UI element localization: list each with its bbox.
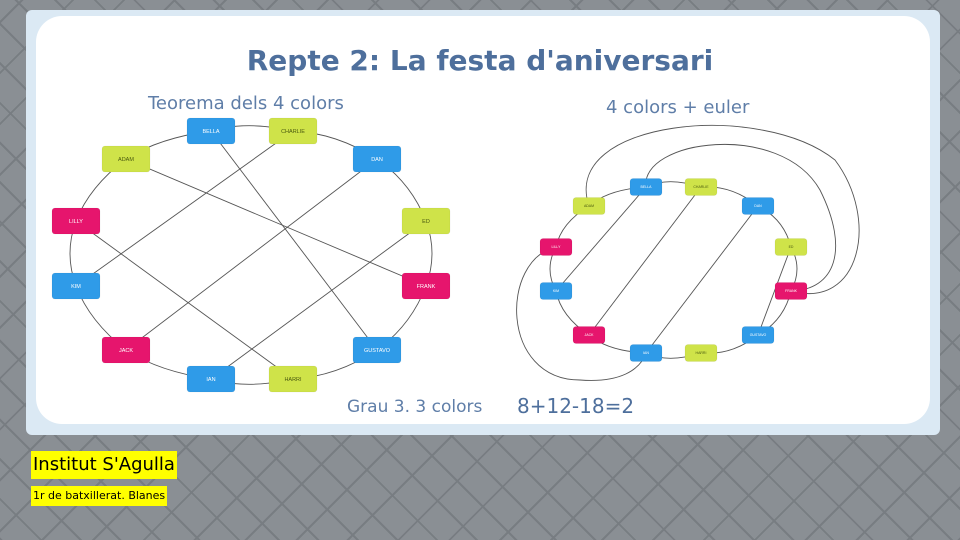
graph-edge	[757, 246, 792, 336]
course-info: 1r de batxillerat. Blanes	[31, 486, 168, 506]
right-graph-node-box	[741, 197, 775, 215]
right-graph-node-jack: JACK	[572, 326, 606, 344]
left-graph-node-box	[352, 145, 402, 173]
left-graph-node-label: BELLA	[202, 129, 219, 135]
right-graph-node-box	[684, 178, 718, 196]
right-graph-node-label: LILLY	[552, 245, 562, 249]
right-graph-node-harri: HARRI	[684, 344, 718, 362]
right-graph-node-box	[774, 282, 808, 300]
right-diagram-label: 4 colors + euler	[606, 97, 750, 118]
left-graph-node-harri: HARRI	[268, 365, 318, 393]
right-graph-node-gustavo: GUSTAVO	[741, 326, 775, 344]
left-graph-node-ian: IAN	[186, 365, 236, 393]
right-graph-node-label: GUSTAVO	[750, 333, 767, 337]
graph-edge	[75, 130, 294, 287]
slide-title: Repte 2: La festa d'aniversari	[246, 44, 714, 77]
right-graph-node-frank: FRANK	[774, 282, 808, 300]
right-graph-node-box	[539, 238, 573, 256]
left-graph-node-charlie: CHARLIE	[268, 117, 318, 145]
right-graph-node-label: BELLA	[641, 185, 653, 189]
right-graph-node-ed: ED	[774, 238, 808, 256]
right-graph-node-label: KIM	[553, 289, 559, 293]
graph-edge	[645, 205, 759, 354]
left-graph-node-box	[101, 145, 151, 173]
right-graph-node-label: CHARLIE	[693, 185, 709, 189]
slide-card	[36, 16, 930, 424]
left-graph-node-jack: JACK	[101, 336, 151, 364]
left-graph-node-label: CHARLIE	[281, 129, 305, 135]
right-graph-node-kim: KIM	[539, 282, 573, 300]
right-graph-node-dan: DAN	[741, 197, 775, 215]
left-graph-node-box	[101, 336, 151, 364]
left-graph-node-box	[268, 365, 318, 393]
left-graph-node-kim: KIM	[51, 272, 101, 300]
right-graph-node-ian: IAN	[629, 344, 663, 362]
right-graph-node-charlie: CHARLIE	[684, 178, 718, 196]
right-graph-node-box	[539, 282, 573, 300]
graph-edge	[125, 158, 378, 351]
right-graph-node-box	[774, 238, 808, 256]
left-graph-node-box	[401, 207, 451, 235]
left-graph-node-dan: DAN	[352, 145, 402, 173]
left-graph-node-box	[51, 207, 101, 235]
left-graph-node-label: DAN	[371, 157, 383, 163]
slide-frame	[26, 10, 940, 435]
left-graph-node-box	[401, 272, 451, 300]
left-graph-node-label: JACK	[119, 348, 133, 354]
grau-note: Grau 3. 3 colors	[347, 397, 483, 417]
left-graph-node-lilly: LILLY	[51, 207, 101, 235]
graph-edge	[210, 130, 378, 351]
left-graph-node-label: KIM	[71, 284, 81, 290]
left-graph-node-box	[352, 336, 402, 364]
right-graph-node-label: FRANK	[785, 289, 798, 293]
left-graph-node-gustavo: GUSTAVO	[352, 336, 402, 364]
graph-edge	[585, 125, 860, 294]
graph-edge	[125, 158, 427, 287]
left-diagram-label: Teorema dels 4 colors	[148, 93, 344, 114]
left-graph-node-bella: BELLA	[186, 117, 236, 145]
left-graph-node-label: IAN	[206, 377, 215, 383]
school-name: Institut S'Agulla	[31, 451, 177, 479]
euler-formula: 8+12-18=2	[517, 394, 635, 418]
left-graph-node-ed: ED	[401, 207, 451, 235]
right-graph-node-label: JACK	[585, 333, 595, 337]
left-graph-node-label: ED	[422, 219, 430, 225]
left-graph-node-box	[268, 117, 318, 145]
right-graph-node-box	[572, 326, 606, 344]
left-graph-node-box	[186, 365, 236, 393]
right-graph-node-label: ED	[789, 245, 794, 249]
right-graph-node-box	[629, 178, 663, 196]
left-graph-node-label: LILLY	[69, 219, 83, 225]
graph-edge	[645, 143, 837, 292]
right-graph-node-label: ADAM	[584, 204, 594, 208]
graph-edge	[75, 220, 294, 380]
left-graph-node-label: GUSTAVO	[364, 348, 391, 354]
graph-edge	[555, 186, 647, 292]
right-graph-node-bella: BELLA	[629, 178, 663, 196]
left-graph-node-frank: FRANK	[401, 272, 451, 300]
right-graph-node-adam: ADAM	[572, 197, 606, 215]
graph-edge	[210, 220, 427, 380]
right-graph-node-label: IAN	[643, 351, 649, 355]
right-graph-node-label: DAN	[754, 204, 762, 208]
graph-edge	[516, 246, 647, 381]
left-graph-node-label: HARRI	[284, 377, 302, 383]
left-graph-node-adam: ADAM	[101, 145, 151, 173]
left-graph-node-box	[51, 272, 101, 300]
right-graph-node-box	[684, 344, 718, 362]
right-graph-node-box	[629, 344, 663, 362]
right-graph-node-lilly: LILLY	[539, 238, 573, 256]
right-graph-node-box	[572, 197, 606, 215]
left-graph-node-label: FRANK	[417, 284, 436, 290]
right-graph-node-label: HARRI	[696, 351, 707, 355]
graph-edge	[588, 186, 702, 336]
left-graph-node-label: ADAM	[118, 157, 134, 163]
right-graph-node-box	[741, 326, 775, 344]
left-graph-node-box	[186, 117, 236, 145]
